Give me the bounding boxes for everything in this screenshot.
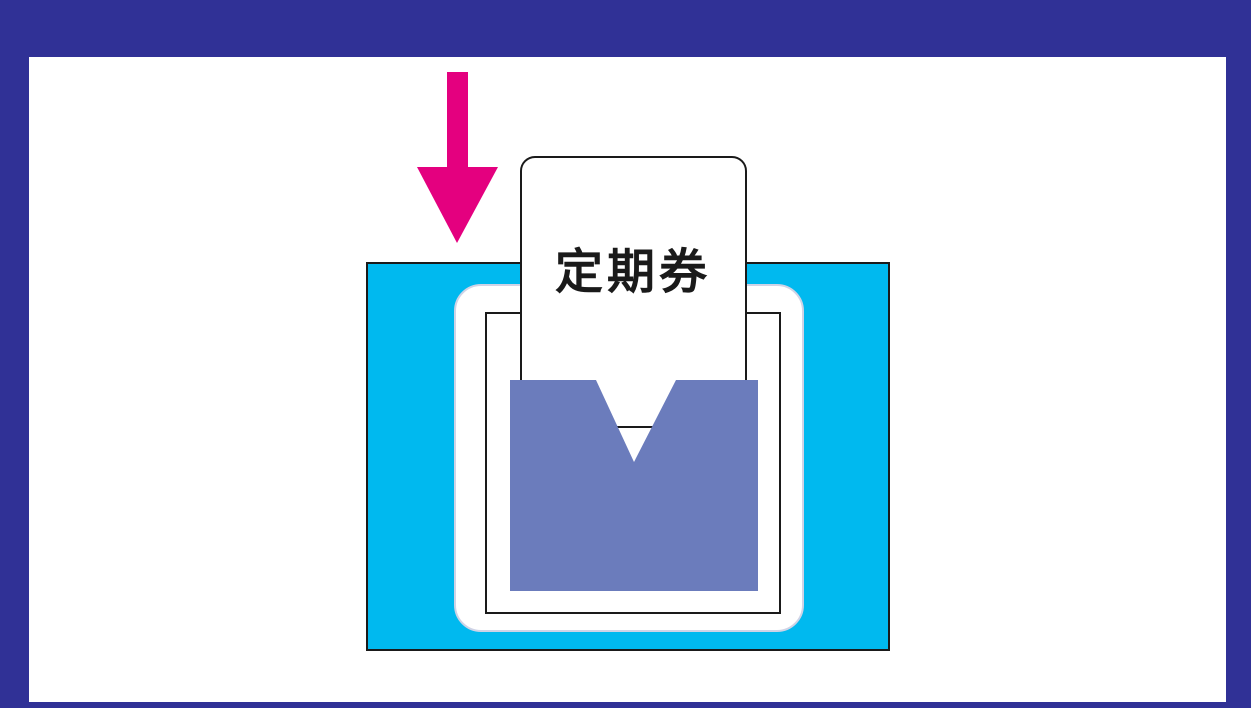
ticket-label: 定期券: [555, 244, 711, 300]
ticket: [520, 156, 747, 428]
pocket: [510, 380, 758, 591]
down-arrow-icon: [417, 72, 498, 243]
